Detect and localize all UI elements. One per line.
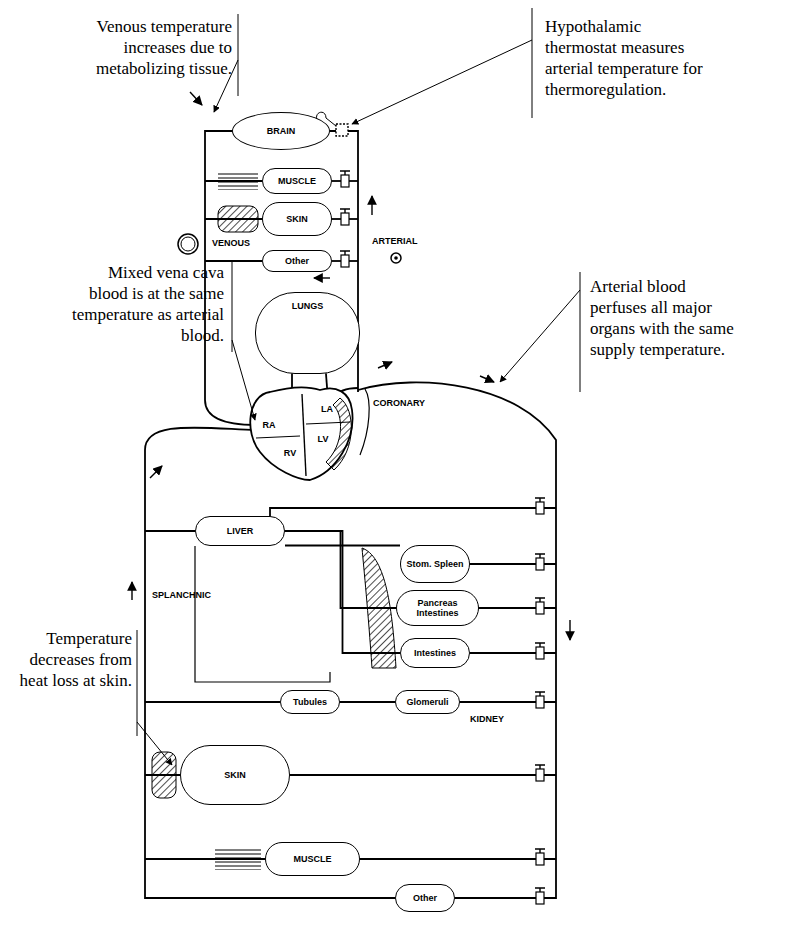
liver: LIVER: [195, 516, 285, 546]
label-holder: ARTERIAL: [372, 236, 432, 247]
vein-section: [181, 237, 195, 251]
valve-handle: [535, 765, 545, 769]
muscle-bed: MUSCLE: [265, 842, 360, 876]
valve-handle: [535, 498, 545, 502]
organ-label: SKIN: [286, 214, 308, 224]
valve-handle: [535, 643, 545, 647]
valve-symbol: [341, 175, 349, 187]
organ-label: MUSCLE: [294, 854, 332, 864]
valve-symbol: [536, 502, 544, 514]
region-label: SPLANCHNIC: [152, 590, 211, 600]
label-holder: Mixed vena cava blood is at the same tem…: [72, 262, 224, 346]
label-holder: Venous temperature increases due to meta…: [50, 16, 232, 79]
vessel-label: ARTERIAL: [372, 236, 418, 246]
muscle-bed: MUSCLE: [262, 168, 332, 194]
valve-symbol: [341, 213, 349, 225]
organ-label: SKIN: [224, 770, 246, 780]
label-holder: Arterial blood perfuses all major organs…: [590, 276, 738, 360]
valve-handle: [535, 554, 545, 558]
organ-label: CORONARY: [373, 398, 425, 408]
flow-arrows: [132, 92, 570, 640]
label-holder: VENOUS: [212, 238, 262, 249]
septum: [302, 394, 306, 476]
label-holder: SPLANCHNIC: [152, 590, 222, 601]
valve-handle: [340, 209, 350, 213]
organ-label: Other: [413, 893, 437, 903]
kidney-glomeruli: Glomeruli: [395, 690, 460, 714]
valve-handle: [340, 171, 350, 175]
skin-bed: SKIN: [262, 202, 332, 236]
valve-symbol: [536, 769, 544, 781]
callout-text: Hypothalamic thermostat measures arteria…: [545, 17, 703, 99]
valve-symbol: [536, 602, 544, 614]
artery-section: [394, 256, 398, 260]
callout-text: Venous temperature increases due to meta…: [96, 17, 232, 78]
vein-section: [178, 234, 198, 254]
skin-capillaries: [152, 752, 176, 798]
portal-vessel: [285, 531, 396, 608]
lungs: LUNGS: [255, 292, 360, 374]
other-bed: Other: [395, 884, 455, 912]
coronary-bed: CORONARY: [368, 396, 430, 410]
vessel-label: VENOUS: [212, 238, 250, 248]
organ-label: BRAIN: [267, 126, 296, 136]
organ-label: LV: [318, 434, 329, 444]
valve-handle: [340, 251, 350, 255]
organ-label: Glomeruli: [406, 697, 448, 707]
valve-handle: [535, 888, 545, 892]
organ-label: LIVER: [227, 526, 254, 536]
skin-capillaries: [218, 206, 258, 232]
callout-text: Mixed vena cava blood is at the same tem…: [72, 263, 224, 345]
organ-label: Tubules: [293, 697, 327, 707]
label-holder: KIDNEY: [470, 714, 520, 725]
callout-text: Arterial blood perfuses all major organs…: [590, 277, 734, 359]
organ-label: LUNGS: [292, 301, 324, 311]
skin-bed: SKIN: [180, 745, 290, 805]
organ-label: RV: [284, 448, 296, 458]
valve-symbol: [536, 892, 544, 904]
intestine-bed: Intestines: [400, 638, 470, 668]
organ-label: Intestines: [414, 648, 456, 658]
organ-label: Stom. Spleen: [406, 559, 463, 569]
muscle-capillaries: [215, 848, 261, 870]
artery-section: [391, 253, 401, 263]
organ-label: KIDNEY: [470, 714, 504, 724]
label-holder: Hypothalamic thermostat measures arteria…: [545, 16, 710, 100]
portal-vessel: [340, 701, 395, 703]
callout-leaders: [137, 8, 580, 765]
valve-handle: [535, 598, 545, 602]
organ-label: Other: [285, 256, 309, 266]
organ-label: Pancreas Intestines: [397, 598, 478, 618]
organ-label: RA: [263, 420, 276, 430]
heart-outline: [250, 387, 352, 480]
heart-chamber: LV: [312, 432, 334, 446]
valve-symbol: [536, 647, 544, 659]
thermostat: [336, 124, 348, 136]
pancreas-bed: Pancreas Intestines: [396, 590, 479, 626]
valve-handle: [535, 849, 545, 853]
organ-label: MUSCLE: [278, 176, 316, 186]
portal-vessel: [285, 531, 400, 653]
heart-chamber: RA: [258, 418, 280, 432]
heart-chamber: LA: [316, 402, 338, 416]
valve-symbol: [536, 853, 544, 865]
organ-label: LA: [321, 404, 333, 414]
valve-symbol: [536, 558, 544, 570]
heart-chamber: RV: [279, 446, 301, 460]
valve-symbol: [536, 696, 544, 708]
brain-organ: BRAIN: [232, 112, 330, 150]
muscle-capillaries: [218, 172, 258, 190]
valves: [340, 171, 545, 904]
callout-text: Temperature decreases from heat loss at …: [20, 629, 132, 690]
other-bed: Other: [262, 250, 332, 272]
valve-symbol: [341, 255, 349, 267]
vessels: [145, 131, 556, 898]
label-holder: Temperature decreases from heat loss at …: [6, 628, 132, 691]
kidney-tubules: Tubules: [280, 690, 340, 714]
spleen-bed: Stom. Spleen: [400, 545, 470, 583]
valve-handle: [535, 692, 545, 696]
